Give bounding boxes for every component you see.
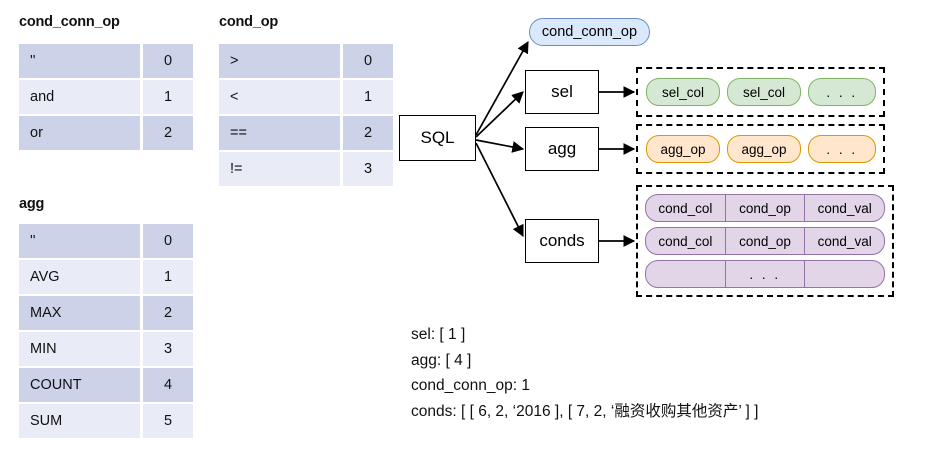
cond-cell-op: cond_op xyxy=(724,195,805,221)
table-cell-value: 2 xyxy=(341,114,393,151)
table-cell-value: 1 xyxy=(341,78,393,115)
cond-cell-op: cond_op xyxy=(724,228,805,254)
cond-cell-val: cond_val xyxy=(804,228,884,254)
cond-row-ellipsis[interactable]: . . . xyxy=(645,260,885,288)
lookup-table-cond-op: > 0 < 1 == 2 != 3 xyxy=(219,44,393,186)
table-row: and 1 xyxy=(19,78,193,115)
node-sql[interactable]: SQL xyxy=(399,115,476,161)
table-cell-key: != xyxy=(219,150,343,186)
node-cond-conn-op-label: cond_conn_op xyxy=(541,24,638,40)
example-line-conds: conds: [ [ 6, 2, ‘2016 ], [ 7, 2, ‘融资收购其… xyxy=(411,402,759,420)
table-cell-key: SUM xyxy=(19,402,143,438)
table-cell-key: AVG xyxy=(19,258,143,295)
cond-cell-col: cond_col xyxy=(658,200,713,216)
example-line-agg: agg: [ 4 ] xyxy=(411,351,472,369)
node-cond-conn-op[interactable]: cond_conn_op xyxy=(529,18,650,46)
pill-agg-op-ellipsis-label: . . . xyxy=(826,141,858,157)
table-cell-value: 3 xyxy=(141,330,193,367)
table-row: MAX 2 xyxy=(19,294,193,331)
cond-cell-col xyxy=(646,261,725,287)
pill-sel-col-ellipsis-label: . . . xyxy=(826,84,858,100)
cond-cell-val: cond_val xyxy=(804,195,884,221)
table-cell-key: or xyxy=(19,114,143,150)
table-cell-key: MAX xyxy=(19,294,143,331)
table-cell-value: 3 xyxy=(341,150,393,186)
table-row: == 2 xyxy=(219,114,393,151)
table-cell-value: 1 xyxy=(141,78,193,115)
table-row: or 2 xyxy=(19,114,193,150)
cond-cell-op: . . . xyxy=(724,261,805,287)
table-cell-key: > xyxy=(219,44,343,79)
pill-agg-op-1[interactable]: agg_op xyxy=(646,135,720,163)
table-cell-key: '' xyxy=(19,44,143,79)
pill-agg-op-ellipsis[interactable]: . . . xyxy=(808,135,876,163)
table-cell-key: COUNT xyxy=(19,366,143,403)
table-row: MIN 3 xyxy=(19,330,193,367)
table-cell-value: 1 xyxy=(141,258,193,295)
cond-row-2[interactable]: cond_col cond_op cond_val xyxy=(645,227,885,255)
pill-agg-op-2-label: agg_op xyxy=(741,141,787,157)
table-row: < 1 xyxy=(219,78,393,115)
cond-row-1[interactable]: cond_col cond_op cond_val xyxy=(645,194,885,222)
table-row: != 3 xyxy=(219,150,393,186)
table-cell-value: 0 xyxy=(141,224,193,259)
cond-cell-val xyxy=(804,261,884,287)
table-cell-key: and xyxy=(19,78,143,115)
pill-agg-op-2[interactable]: agg_op xyxy=(727,135,801,163)
node-sel-label: sel xyxy=(551,82,573,101)
table-row: '' 0 xyxy=(19,224,193,259)
node-conds-label: conds xyxy=(539,231,585,250)
table-cell-key: == xyxy=(219,114,343,151)
example-line-sel: sel: [ 1 ] xyxy=(411,326,466,343)
pill-sel-col-ellipsis[interactable]: . . . xyxy=(808,78,876,106)
table-row: > 0 xyxy=(219,44,393,79)
table-row: AVG 1 xyxy=(19,258,193,295)
pill-sel-col-1-label: sel_col xyxy=(661,84,705,100)
table-cell-value: 0 xyxy=(341,44,393,79)
node-conds[interactable]: conds xyxy=(525,219,599,263)
table-title-agg: agg xyxy=(19,196,45,212)
table-cell-key: MIN xyxy=(19,330,143,367)
node-agg-label: agg xyxy=(547,139,577,158)
node-sel[interactable]: sel xyxy=(525,70,599,114)
table-cell-value: 5 xyxy=(141,402,193,438)
table-row: '' 0 xyxy=(19,44,193,79)
table-cell-value: 4 xyxy=(141,366,193,403)
lookup-table-cond-conn-op: '' 0 and 1 or 2 xyxy=(19,44,193,150)
example-encoding: sel: [ 1 ] agg: [ 4 ] cond_conn_op: 1 co… xyxy=(411,322,758,424)
table-cell-value: 0 xyxy=(141,44,193,79)
table-row: COUNT 4 xyxy=(19,366,193,403)
lookup-table-agg: '' 0 AVG 1 MAX 2 MIN 3 COUNT 4 SUM 5 xyxy=(19,224,193,438)
table-row: SUM 5 xyxy=(19,402,193,438)
example-line-cond-conn-op: cond_conn_op: 1 xyxy=(411,377,530,394)
table-cell-key: < xyxy=(219,78,343,115)
table-cell-key: '' xyxy=(19,224,143,259)
cond-cell-col: cond_col xyxy=(658,233,713,249)
node-sql-label: SQL xyxy=(420,128,455,147)
node-agg[interactable]: agg xyxy=(525,127,599,171)
pill-sel-col-1[interactable]: sel_col xyxy=(646,78,720,106)
table-title-cond-op: cond_op xyxy=(219,14,279,30)
table-title-cond-conn-op: cond_conn_op xyxy=(19,14,120,30)
pill-sel-col-2-label: sel_col xyxy=(742,84,786,100)
table-cell-value: 2 xyxy=(141,294,193,331)
pill-sel-col-2[interactable]: sel_col xyxy=(727,78,801,106)
pill-agg-op-1-label: agg_op xyxy=(660,141,706,157)
table-cell-value: 2 xyxy=(141,114,193,150)
